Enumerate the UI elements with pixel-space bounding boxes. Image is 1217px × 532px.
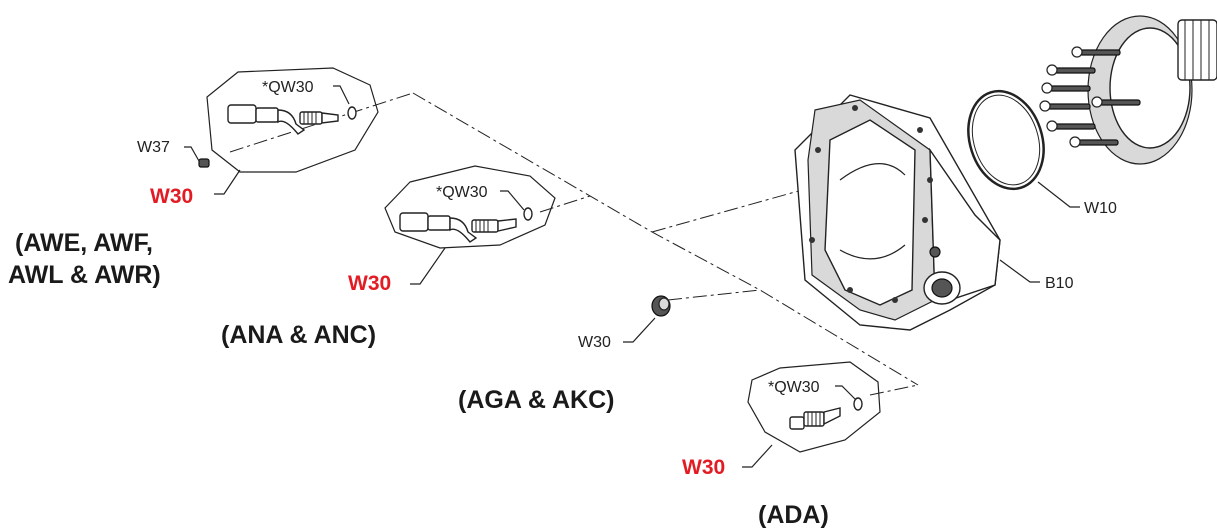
label-w30-plug: W30 bbox=[578, 334, 611, 351]
label-w37: W37 bbox=[137, 139, 170, 156]
label-w30-red-b: W30 bbox=[348, 272, 391, 295]
sensor-callout-ana bbox=[384, 165, 556, 249]
label-w30-red-a: W30 bbox=[150, 185, 193, 208]
group-ana: (ANA & ANC) bbox=[221, 321, 376, 349]
label-qw30-a: *QW30 bbox=[262, 79, 314, 96]
housing-b10 bbox=[794, 94, 1001, 331]
sensor-callout-ada bbox=[747, 361, 881, 453]
group-awe-line1: (AWE, AWF, bbox=[15, 229, 153, 257]
label-w30-red-c: W30 bbox=[682, 456, 725, 479]
leader-lines bbox=[184, 85, 1080, 468]
shaft-assembly bbox=[1039, 15, 1217, 165]
label-w10: W10 bbox=[1084, 200, 1117, 217]
label-qw30-c: *QW30 bbox=[768, 379, 820, 396]
label-qw30-b: *QW30 bbox=[436, 184, 488, 201]
group-awe-line2: AWL & AWR) bbox=[8, 261, 161, 289]
plug-w30 bbox=[651, 295, 671, 317]
oring-w10 bbox=[967, 89, 1045, 191]
group-ada: (ADA) bbox=[758, 501, 829, 529]
group-aga: (AGA & AKC) bbox=[458, 386, 614, 414]
label-b10: B10 bbox=[1045, 275, 1074, 292]
centerlines bbox=[229, 92, 919, 396]
sensor-callout-awe bbox=[198, 67, 379, 173]
